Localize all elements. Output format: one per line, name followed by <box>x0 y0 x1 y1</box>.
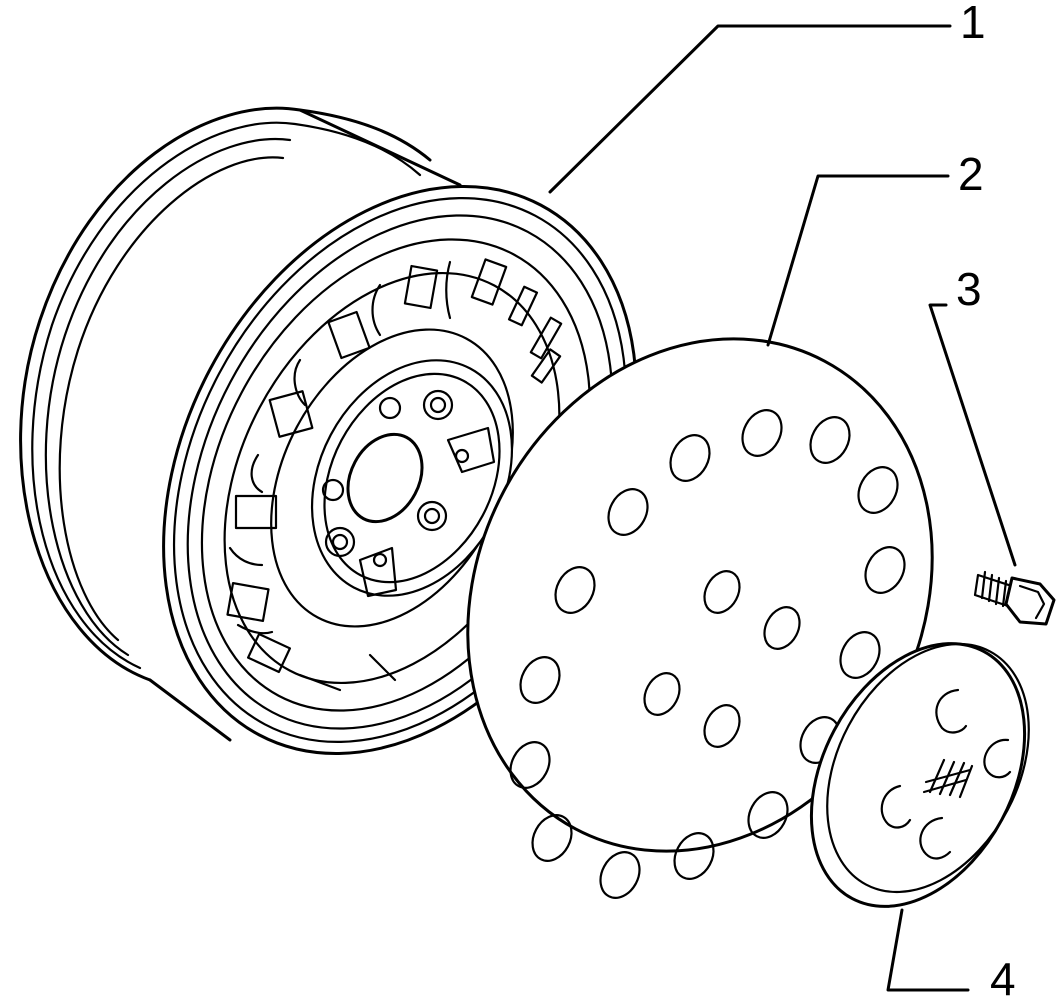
center-cap <box>809 642 1030 908</box>
brand-logo-stripes <box>922 758 974 799</box>
callout-4: 4 <box>990 953 1016 1000</box>
hubcap-holes <box>509 409 906 899</box>
callout-2: 2 <box>958 148 984 200</box>
bolt-screw <box>973 570 1056 626</box>
callout-3: 3 <box>956 263 982 315</box>
callout-1: 1 <box>960 0 986 48</box>
wheel-hub <box>310 359 514 598</box>
leader-lines <box>548 24 1017 992</box>
